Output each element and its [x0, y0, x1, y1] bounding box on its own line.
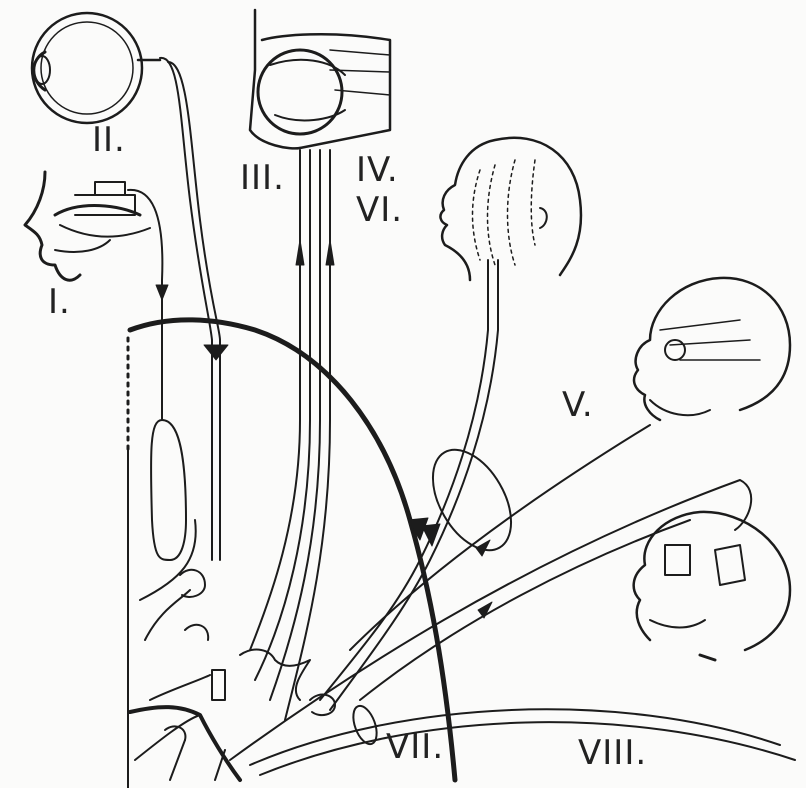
skull-icon	[634, 278, 790, 420]
olfactory-nerve-path	[128, 190, 162, 420]
orbit-icon	[250, 10, 390, 148]
oculomotor-path-2	[255, 150, 310, 680]
oculomotor-path-3	[270, 150, 320, 700]
inner-curves	[135, 520, 210, 760]
nucleus-1	[180, 570, 205, 597]
nose-mouth-icon	[25, 172, 150, 280]
eye-icon	[32, 13, 160, 123]
nucleus-2	[185, 625, 208, 640]
vestibulocochlear-path-1	[250, 709, 780, 765]
label-v: V.	[562, 385, 594, 425]
label-iii: III.	[240, 158, 285, 198]
label-ii: II.	[92, 120, 126, 160]
label-iv: IV.	[356, 150, 399, 190]
label-vii: VII.	[386, 727, 444, 767]
face-nerve-path-2	[330, 260, 498, 710]
trigeminal-long-path	[350, 425, 650, 650]
head-profile-icon	[440, 138, 581, 280]
brain-outline	[130, 320, 455, 780]
face-nerve-path-1	[320, 260, 488, 700]
facial-path-1	[360, 520, 690, 700]
label-vi: VI.	[356, 190, 403, 230]
label-viii: VIII.	[578, 733, 647, 773]
nucleus-5	[212, 670, 225, 700]
olfactory-bulb	[151, 420, 186, 560]
vestibulocochlear-path-2	[260, 722, 795, 775]
facial-head-icon	[634, 512, 790, 660]
label-i: I.	[48, 282, 71, 322]
inner-thick	[130, 707, 240, 780]
